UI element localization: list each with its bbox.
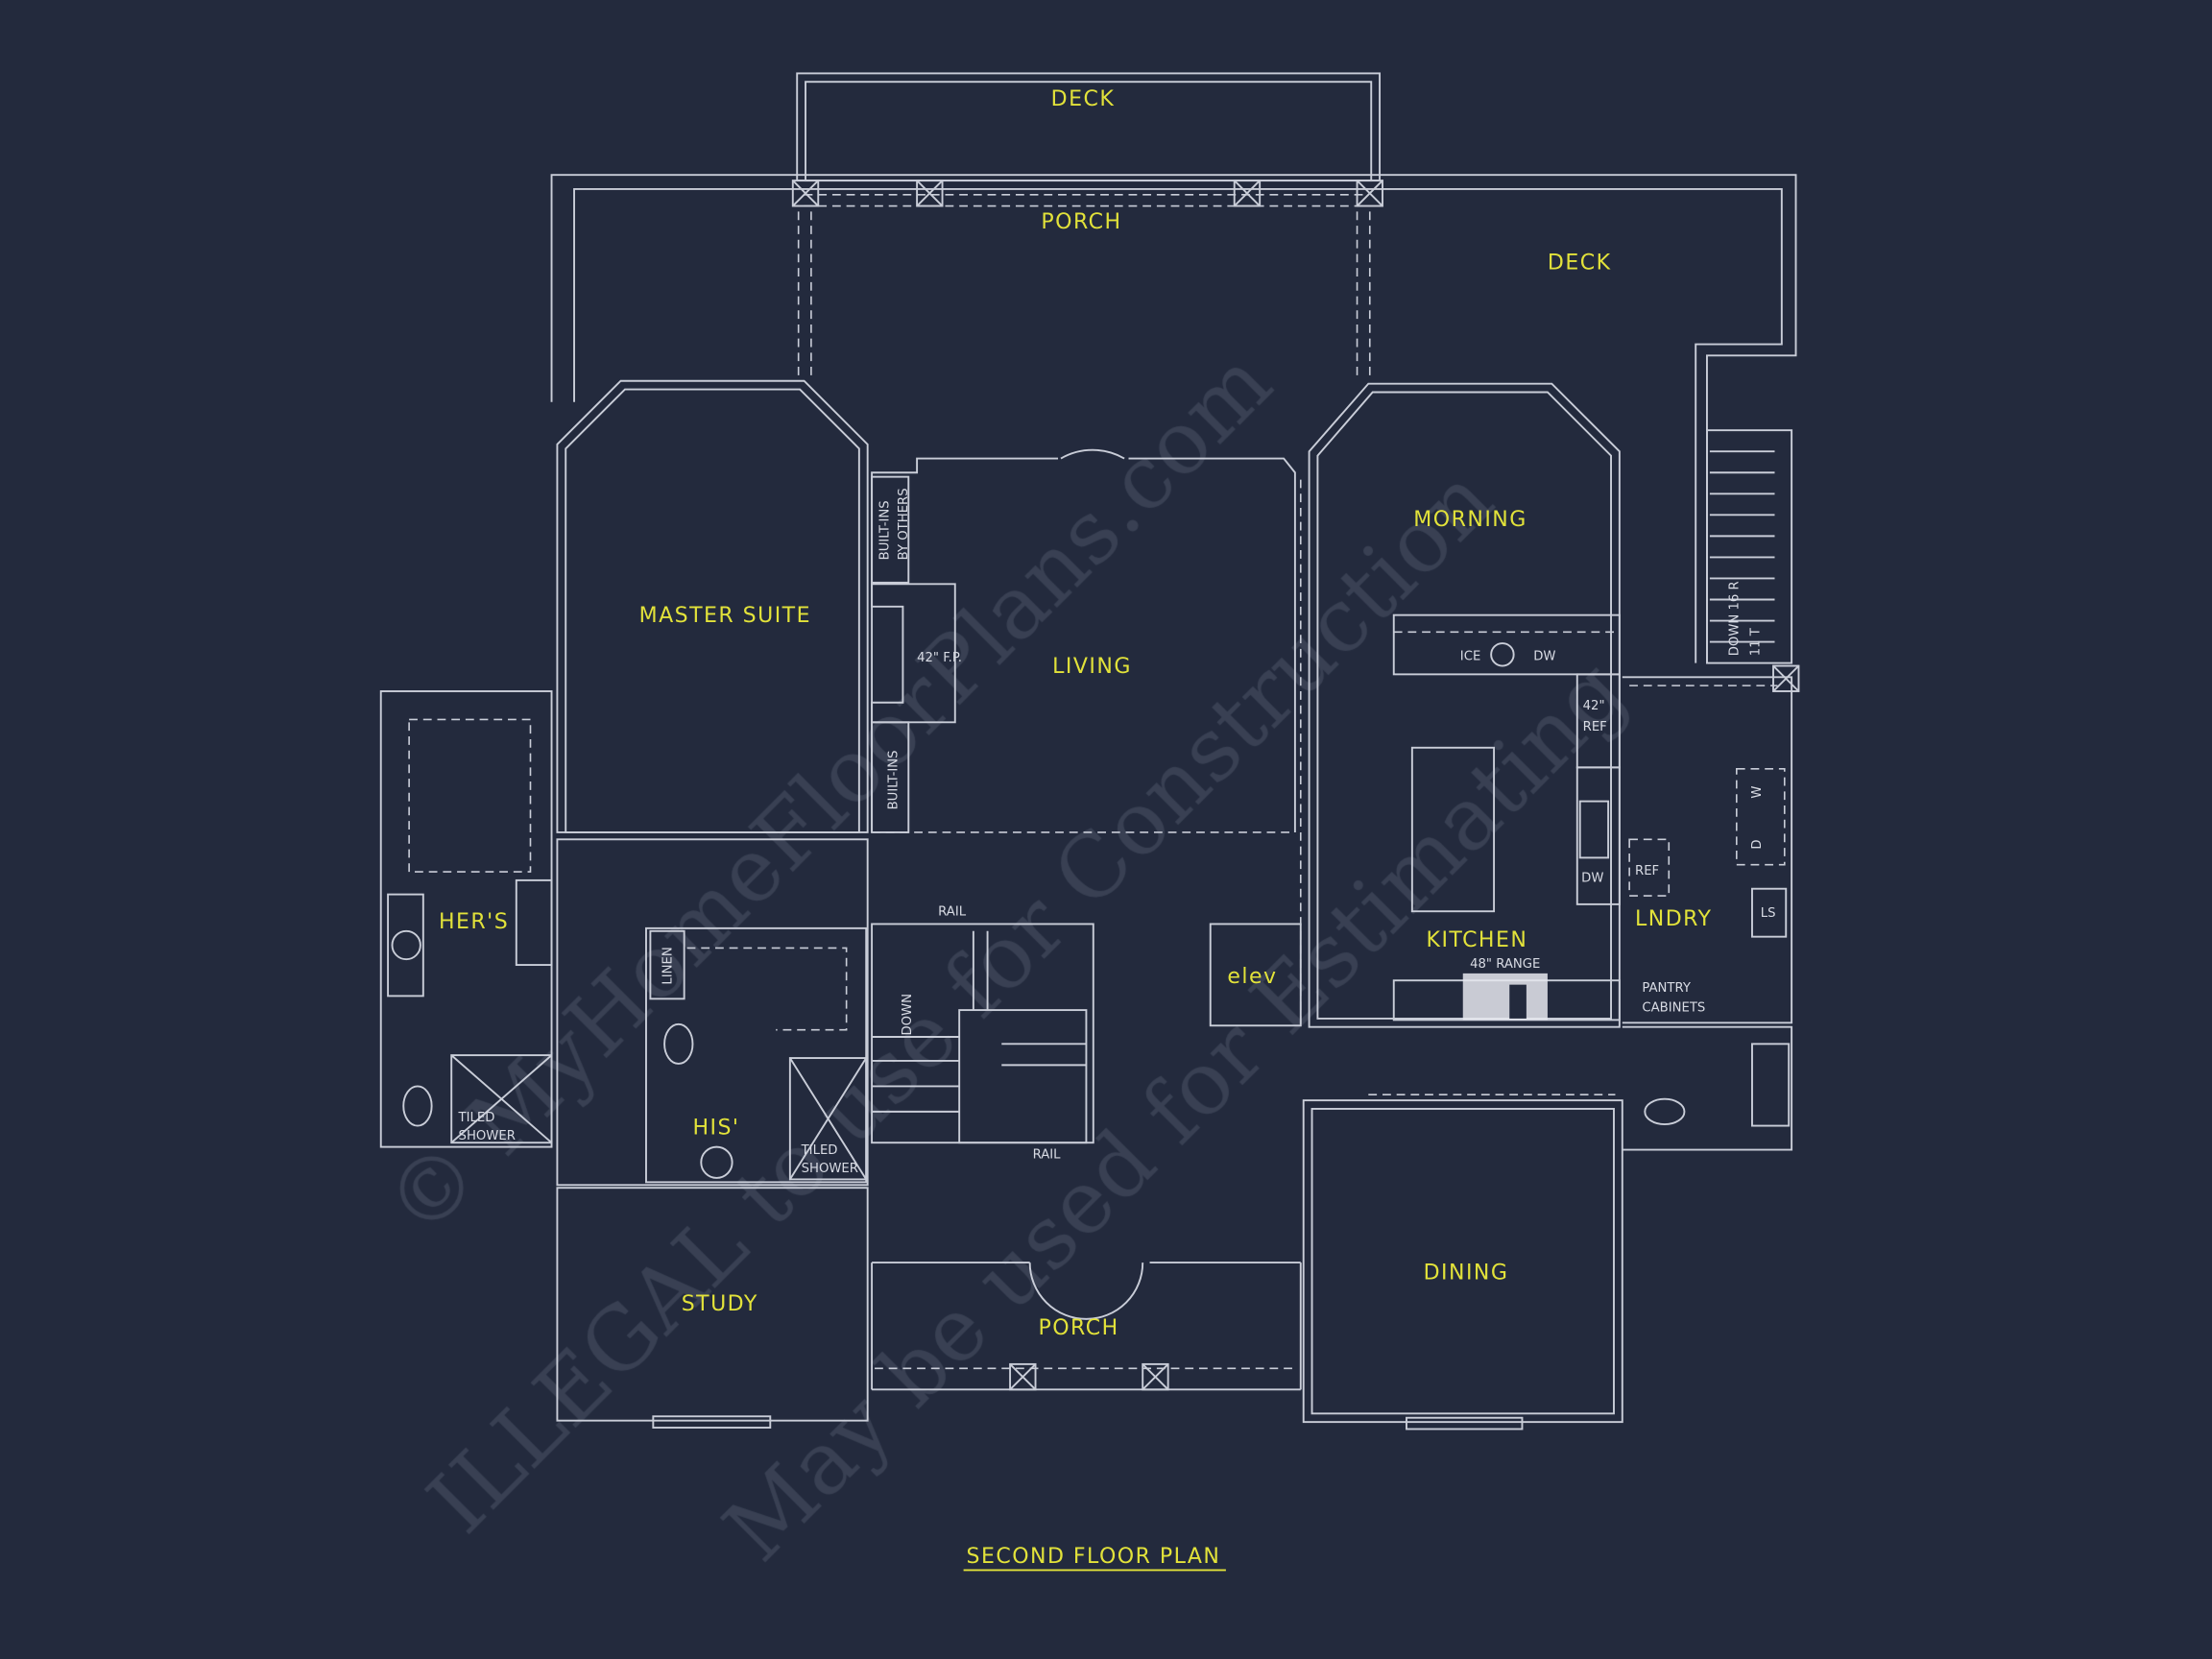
- room-label-kitchen: KITCHEN: [1427, 928, 1528, 952]
- note-ice: ICE: [1460, 650, 1480, 664]
- note-down: DOWN: [901, 994, 915, 1036]
- upper-porch-deck: [550, 174, 1800, 1391]
- dining-walls: [1302, 1094, 1623, 1431]
- room-label-master-suite: MASTER SUITE: [639, 604, 811, 628]
- annotations: BUILT-INS BY OTHERS 42" F.P. BUILT-INS I…: [458, 488, 1776, 1176]
- note-dryer: D: [1750, 839, 1765, 849]
- right-bath-walls: [1622, 1025, 1793, 1151]
- note-linen: LINEN: [661, 947, 675, 984]
- note-ref-laundry: REF: [1635, 864, 1659, 878]
- note-rail-top: RAIL: [938, 905, 967, 920]
- note-range: 48" RANGE: [1470, 957, 1540, 972]
- note-ref-42-1: 42": [1583, 699, 1605, 713]
- main-stair: [871, 923, 1094, 1144]
- master-suite-walls: [556, 379, 869, 833]
- note-ref-42-2: REF: [1583, 720, 1607, 734]
- room-label-deck: DECK: [1051, 87, 1116, 111]
- note-fireplace: 42" F.P.: [917, 651, 962, 665]
- his-bath-walls: [556, 838, 869, 1187]
- room-label-laundry: LNDRY: [1635, 907, 1712, 931]
- note-built-ins: BUILT-INS: [887, 750, 902, 809]
- kitchen-morning-walls: [1209, 382, 1621, 1028]
- room-label-study: STUDY: [682, 1292, 758, 1316]
- note-dw-side: DW: [1581, 871, 1603, 885]
- top-deck: [796, 72, 1382, 182]
- bottom-porch: [871, 1262, 1302, 1391]
- living-walls: [871, 448, 1296, 833]
- note-stair-right-2: 11 T: [1748, 627, 1763, 656]
- stair-treads: [1709, 450, 1775, 643]
- note-rail-bottom: RAIL: [1033, 1147, 1062, 1162]
- room-label-living: LIVING: [1052, 655, 1132, 679]
- note-built-ins-others-2: BY OTHERS: [897, 488, 911, 560]
- note-washer: W: [1750, 786, 1765, 799]
- note-shower-2: SHOWER: [802, 1162, 858, 1176]
- note-tiled-2: TILED: [801, 1143, 838, 1158]
- laundry-walls: [1622, 429, 1793, 1024]
- note-pantry-2: CABINETS: [1642, 1001, 1705, 1016]
- room-label-his: HIS': [692, 1116, 739, 1140]
- note-tiled-1: TILED: [458, 1111, 495, 1125]
- note-shower-1: SHOWER: [459, 1129, 516, 1143]
- plan-title: SECOND FLOOR PLAN: [967, 1545, 1221, 1569]
- room-label-deck-right: DECK: [1548, 252, 1612, 276]
- room-label-elev: elev: [1227, 965, 1277, 989]
- note-ls: LS: [1761, 906, 1776, 921]
- room-labels: DECK PORCH DECK MASTER SUITE LIVING MORN…: [439, 87, 1712, 1340]
- room-label-morning: MORNING: [1413, 508, 1527, 532]
- room-label-dining: DINING: [1424, 1262, 1509, 1286]
- note-dw-top: DW: [1533, 650, 1555, 664]
- room-label-hers: HER'S: [439, 910, 509, 934]
- hers-bath-walls: [379, 690, 553, 1148]
- study-walls: [556, 1187, 869, 1429]
- note-stair-right: DOWN 16 R: [1727, 581, 1742, 656]
- room-label-porch-bottom: PORCH: [1038, 1316, 1118, 1340]
- note-pantry-1: PANTRY: [1642, 981, 1691, 996]
- note-built-ins-others-1: BUILT-INS: [878, 500, 893, 560]
- room-label-porch: PORCH: [1041, 210, 1121, 234]
